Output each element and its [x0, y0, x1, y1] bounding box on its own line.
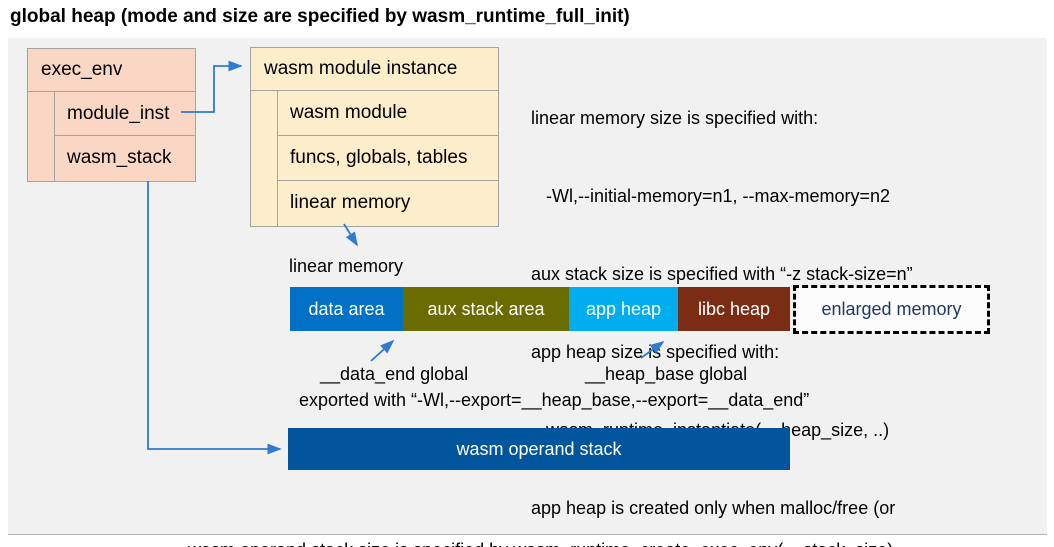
heap-base-global-label: __heap_base global	[585, 364, 748, 384]
module-instance-box: wasm module instance wasm module funcs, …	[250, 47, 499, 227]
segment-app-heap: app heap	[569, 287, 678, 331]
note-line: -Wl,--initial-memory=n1, --max-memory=n2	[531, 186, 891, 206]
page-title: global heap (mode and size are specified…	[10, 6, 630, 27]
segment-enlarged-memory: enlarged memory	[793, 285, 990, 334]
exec-env-body: module_inst wasm_stack	[28, 92, 195, 181]
note-line: app heap is created only when malloc/fre…	[531, 498, 896, 518]
note-line: app heap size is specified with:	[531, 342, 780, 362]
linear-memory-bar: data area aux stack area app heap libc h…	[290, 287, 790, 331]
linear-memory-notes: linear memory size is specified with: -W…	[531, 53, 913, 547]
note-line: linear memory size is specified with:	[531, 108, 819, 128]
note-line: wasm operand stack size is specified by …	[188, 537, 893, 547]
exec-env-nest-column	[28, 92, 55, 181]
module-instance-row-wasm-module: wasm module	[277, 91, 498, 136]
module-instance-row-funcs-globals-tables: funcs, globals, tables	[277, 136, 498, 181]
note-line: aux stack size is specified with “-z sta…	[531, 264, 913, 284]
module-instance-row-linear-memory: linear memory	[290, 192, 411, 213]
wasm-operand-stack-bar: wasm operand stack	[288, 428, 790, 470]
segment-data-area: data area	[290, 287, 403, 331]
operand-stack-note: wasm operand stack size is specified by …	[188, 483, 893, 547]
linear-memory-label: linear memory	[289, 256, 404, 276]
exec-env-row-module-inst: module_inst	[54, 92, 195, 136]
segment-libc-heap: libc heap	[678, 287, 790, 331]
exec-env-row-wasm-stack: wasm_stack	[67, 147, 172, 168]
module-instance-header: wasm module instance	[251, 48, 498, 91]
module-instance-nest-column	[251, 91, 278, 226]
exec-env-header: exec_env	[28, 49, 195, 92]
data-end-global-label: __data_end global	[320, 364, 469, 384]
segment-aux-stack-area: aux stack area	[403, 287, 569, 331]
module-instance-body: wasm module funcs, globals, tables linea…	[251, 91, 498, 226]
exec-env-box: exec_env module_inst wasm_stack	[27, 48, 196, 182]
export-note: exported with “-Wl,--export=__heap_base,…	[299, 390, 810, 410]
